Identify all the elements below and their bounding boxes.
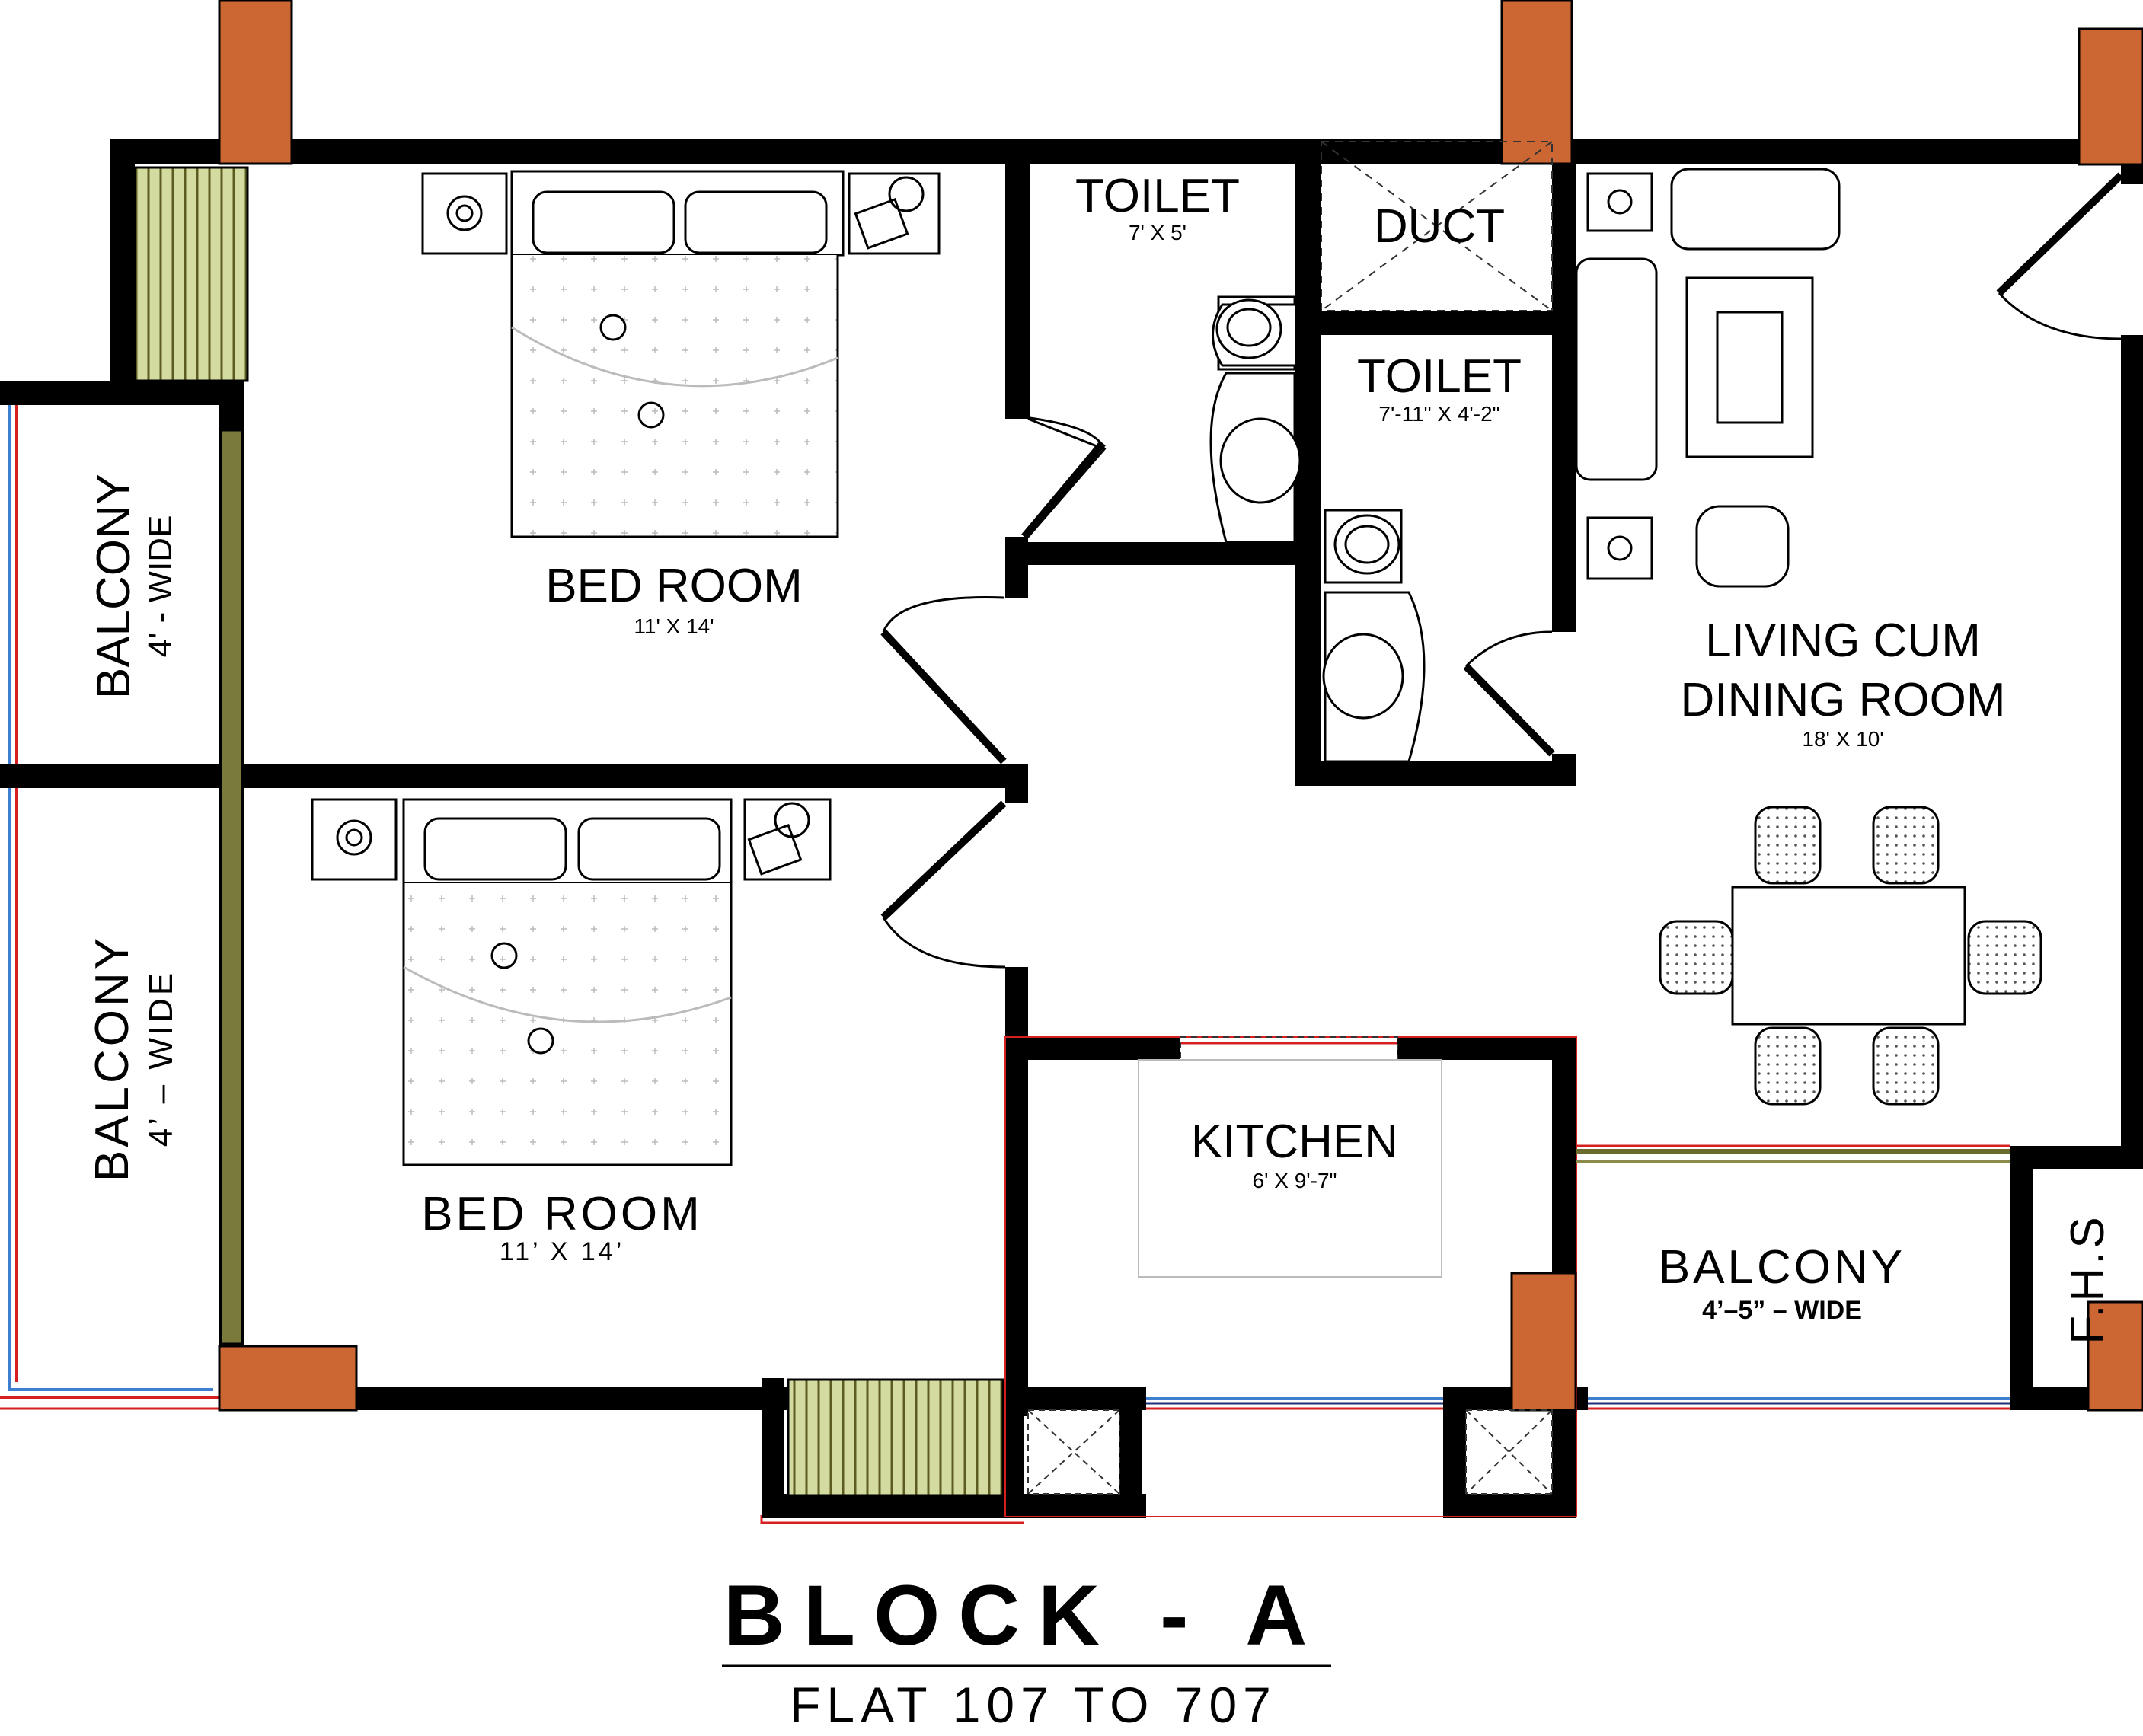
balcony-rail-green [1576,1149,2010,1163]
bed-room-top-name: BED ROOM [545,560,803,612]
duct [1321,141,1553,311]
bed-room-top-size: 11' X 14' [634,614,714,638]
living-line-2: DINING ROOM [1680,674,2005,726]
toilet-2-size: 7'-11" X 4'-2" [1378,402,1499,426]
balcony-bottom-right-name: BALCONY [1659,1241,1905,1294]
bed-bottom [311,798,832,1166]
kitchen-size: 6' X 9'-7" [1253,1169,1337,1192]
fhs-name: F.H.S [2062,1214,2114,1345]
balcony-bottom-right-size: 4’–5” – WIDE [1702,1296,1862,1325]
living-size: 18' X 10' [1802,727,1883,751]
bed-top [421,170,941,538]
bed-room-bottom-size: 11’ X 14’ [500,1237,625,1266]
living-line-1: LIVING CUM [1705,614,1981,667]
living-furniture [1575,168,1966,1026]
toilet-2-name: TOILET [1357,350,1522,403]
toilet-fixtures [1209,295,1426,763]
columns [218,0,2143,1412]
balcony-left-top-size: 4' - WIDE [142,515,179,658]
bay-voids [1027,1036,1553,1495]
balcony-left-top-name: BALCONY [88,474,140,699]
balcony-left-bottom-name: BALCONY [86,935,139,1182]
kitchen-counter [1138,1059,1442,1278]
block-title: BLOCK - A [723,1568,1325,1663]
flat-range: FLAT 107 TO 707 [790,1677,1277,1733]
kitchen-name: KITCHEN [1191,1115,1398,1168]
toilet-1-name: TOILET [1075,170,1240,222]
toilet-1-size: 7' X 5' [1129,221,1186,244]
doors [880,172,2124,969]
bed-room-bottom-name: BED ROOM [421,1188,703,1240]
dining-chairs [1659,806,2042,1106]
duct-name: DUCT [1374,200,1505,253]
balcony-left-bottom-size: 4’ – WIDE [142,970,180,1147]
room-labels: BED ROOM 11' X 14' BED ROOM 11’ X 14’ TO… [86,170,2114,1345]
title-block: BLOCK - A FLAT 107 TO 707 [722,1568,1331,1733]
shafts [133,166,1004,1497]
